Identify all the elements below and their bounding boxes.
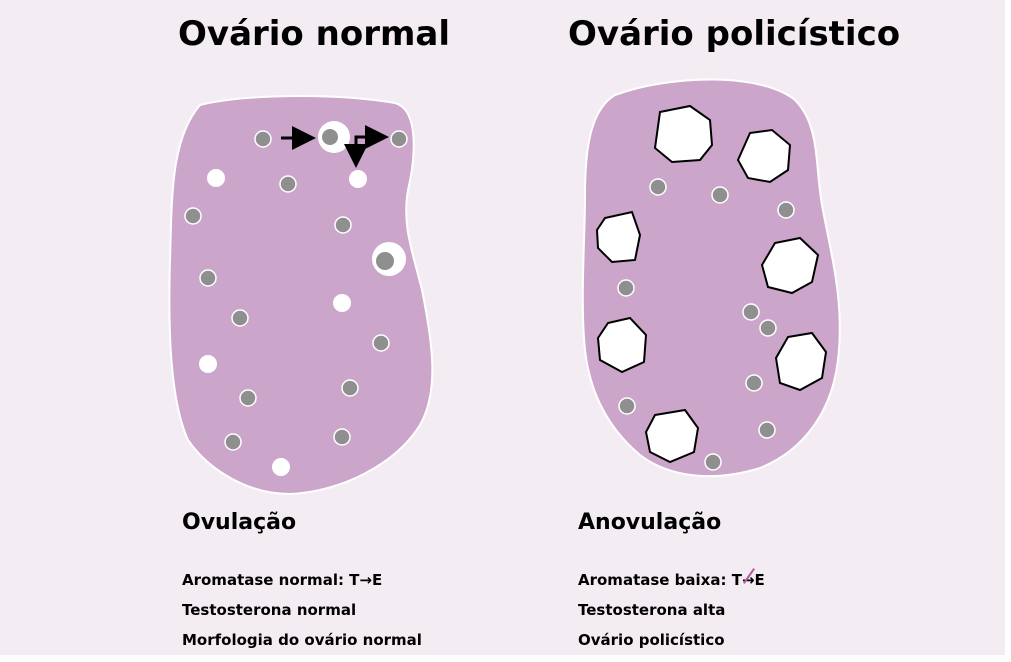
normal-ovary-body: [169, 96, 432, 494]
cyst: [597, 212, 640, 262]
normal-ovary: [169, 96, 432, 494]
follicle-white: [333, 294, 351, 312]
follicle-gray: [200, 270, 216, 286]
follicle-gray: [334, 429, 350, 445]
follicle-gray: [342, 380, 358, 396]
follicle-gray: [225, 434, 241, 450]
morphology-polycystic-line: Ovário policístico: [578, 625, 765, 655]
follicle-gray: [255, 131, 271, 147]
testosterone-normal-line: Testosterona normal: [182, 595, 422, 625]
follicle-gray: [712, 187, 728, 203]
follicle-gray: [619, 398, 635, 414]
follicle-gray: [743, 304, 759, 320]
aromatase-normal-line: Aromatase normal: T→E: [182, 565, 422, 595]
follicle-gray: [705, 454, 721, 470]
follicle-white: [349, 170, 367, 188]
follicle-gray: [335, 217, 351, 233]
follicle-white: [207, 169, 225, 187]
cyst: [646, 410, 698, 462]
testosterone-high-line: Testosterona alta: [578, 595, 765, 625]
follicle-gray: [185, 208, 201, 224]
maturing-follicle-oocyte: [376, 252, 394, 270]
follicle-gray: [759, 422, 775, 438]
aromatase-label: Aromatase normal: T: [182, 571, 359, 589]
cyst: [598, 318, 646, 372]
polycystic-facts-list: Aromatase baixa: T→E Testosterona alta O…: [578, 565, 765, 655]
follicle-gray: [650, 179, 666, 195]
cyst: [655, 106, 712, 162]
normal-facts-list: Aromatase normal: T→E Testosterona norma…: [182, 565, 422, 655]
follicle-white: [199, 355, 217, 373]
follicle-gray: [373, 335, 389, 351]
follicle-gray: [778, 202, 794, 218]
maturing-follicle-oocyte: [322, 129, 338, 145]
aromatase-low-line: Aromatase baixa: T→E: [578, 565, 765, 595]
polycystic-ovary: [583, 79, 840, 476]
estrogen-label: E: [755, 571, 765, 589]
anovulation-heading: Anovulação: [578, 510, 721, 535]
follicle-gray: [746, 375, 762, 391]
follicle-gray: [618, 280, 634, 296]
morphology-normal-line: Morfologia do ovário normal: [182, 625, 422, 655]
aromatase-label: Aromatase baixa: T: [578, 571, 742, 589]
follicle-gray: [280, 176, 296, 192]
follicle-gray: [240, 390, 256, 406]
ovulated-oocyte: [391, 131, 407, 147]
conversion-arrow-icon: →: [359, 565, 372, 595]
blocked-conversion-arrow-icon: →: [742, 565, 755, 595]
estrogen-label: E: [372, 571, 382, 589]
ovulation-heading: Ovulação: [182, 510, 296, 535]
follicle-gray: [232, 310, 248, 326]
follicle-gray: [760, 320, 776, 336]
follicle-white: [272, 458, 290, 476]
